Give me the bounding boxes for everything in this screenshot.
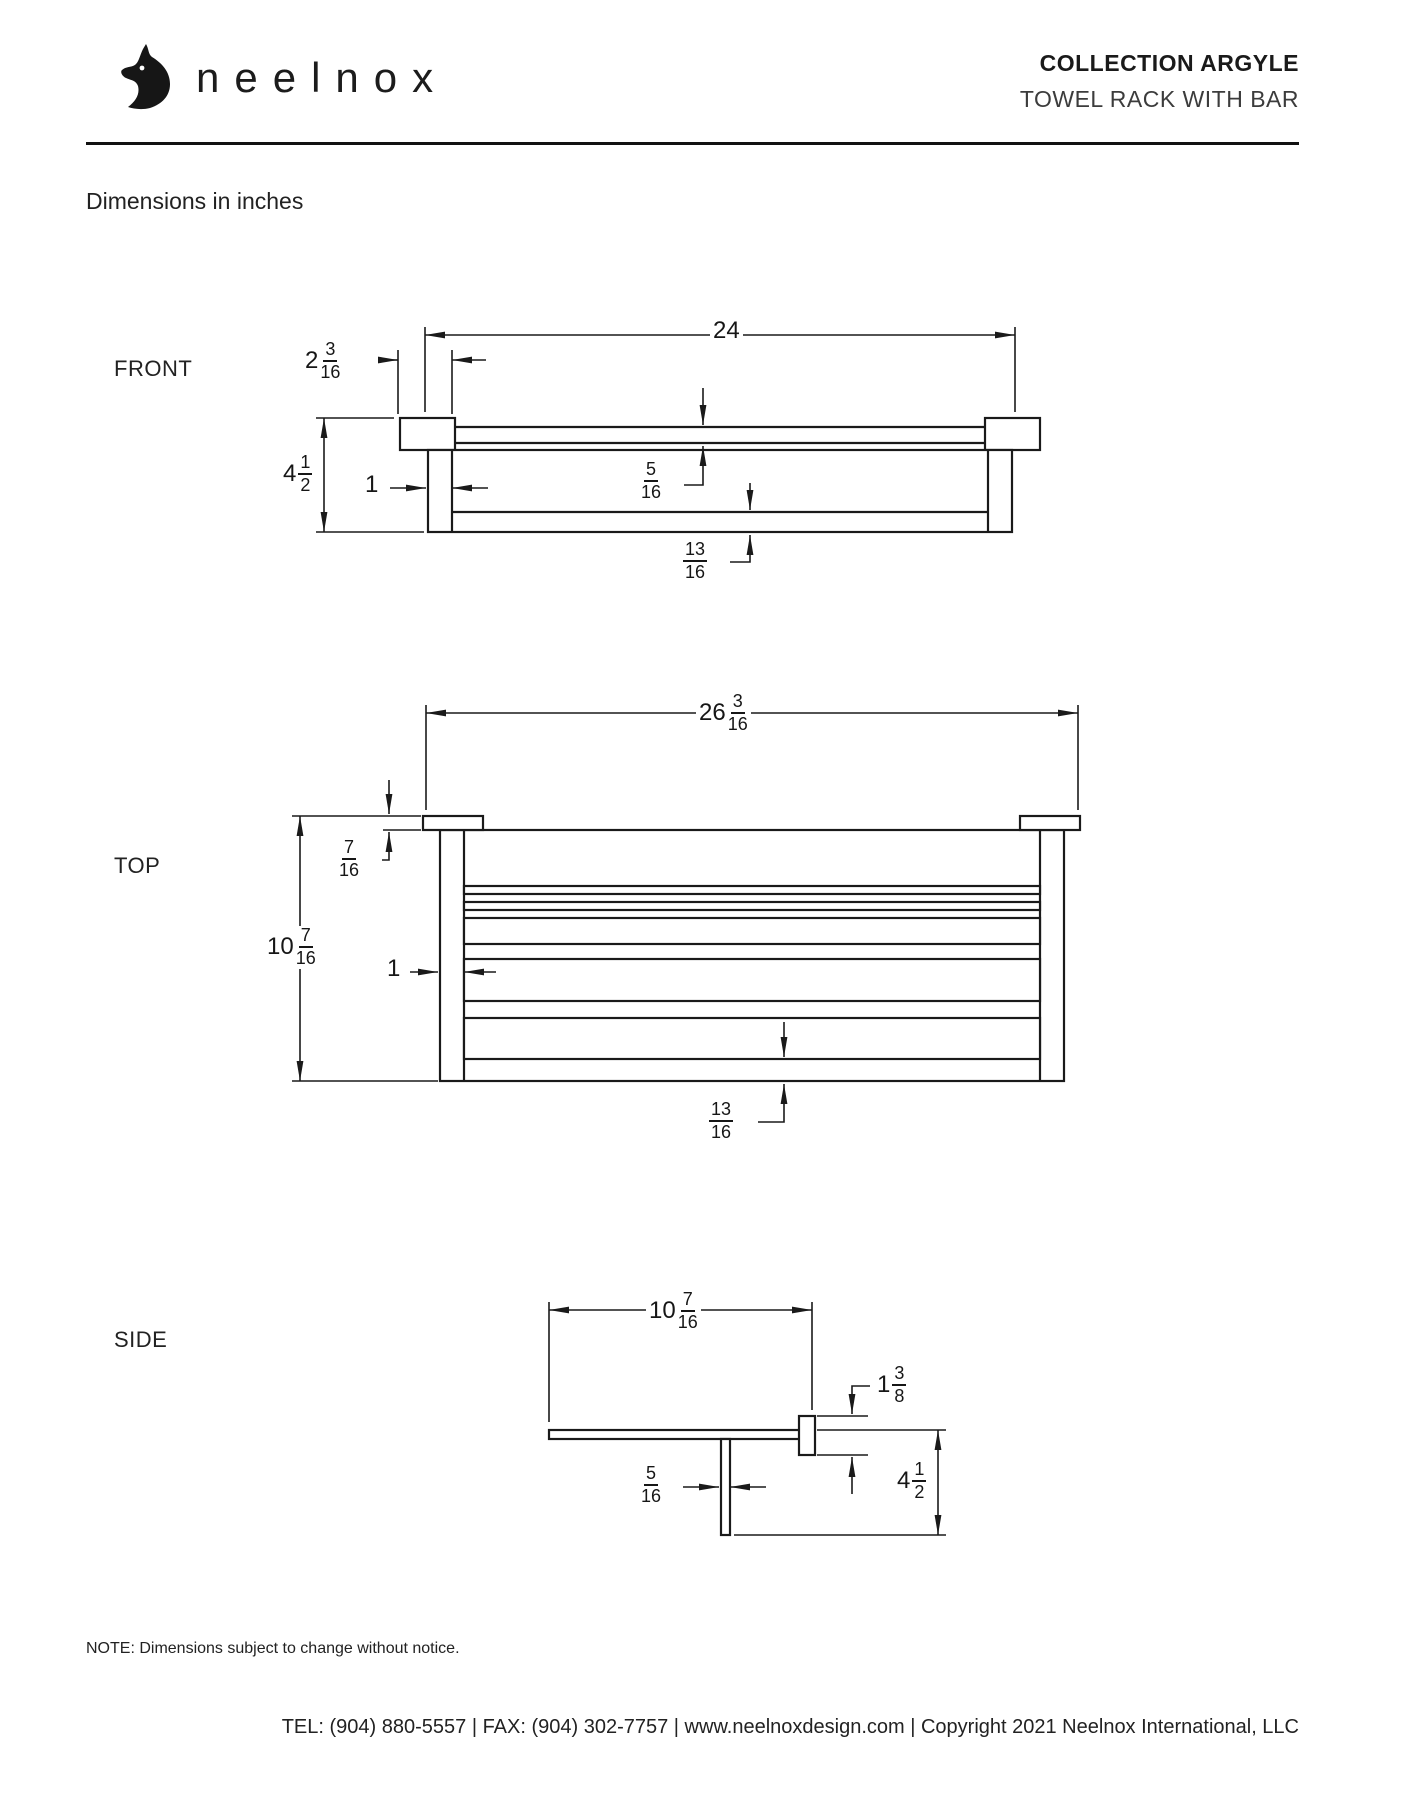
collection-title: COLLECTION ARGYLE [1039, 50, 1299, 76]
dim-top-rail-width: 1 [384, 955, 404, 982]
dim-numerator: 7 [342, 837, 357, 861]
dim-side-bar-thickness: 5 16 [638, 1463, 665, 1507]
dim-front-overall-width: 24 [710, 319, 743, 343]
dim-denominator: 2 [300, 475, 311, 496]
dim-fraction: 7 16 [339, 837, 360, 881]
dim-value: 1 [365, 471, 379, 498]
dim-value: 24 [713, 317, 740, 344]
header-rule [86, 142, 1299, 145]
dim-denominator: 16 [641, 482, 662, 503]
dim-side-drop-height: 4 1 2 [894, 1459, 930, 1503]
dim-front-end-offset: 2 3 16 [302, 339, 344, 383]
dim-fraction: 7 16 [677, 1289, 698, 1333]
dim-denominator: 8 [894, 1386, 905, 1407]
dim-numerator: 1 [912, 1459, 927, 1483]
front-outline [398, 416, 1042, 534]
dim-top-plate-thickness: 7 16 [336, 837, 363, 881]
top-outline [421, 814, 1082, 1083]
change-notice: NOTE: Dimensions subject to change witho… [86, 1640, 460, 1657]
dim-denominator: 16 [727, 714, 748, 735]
dim-denominator: 16 [677, 1312, 698, 1333]
dim-whole: 4 [283, 460, 297, 488]
dim-side-plate-height: 1 3 8 [874, 1363, 910, 1407]
dim-fraction: 5 16 [641, 459, 662, 503]
dim-numerator: 3 [323, 339, 338, 363]
horse-head-icon [121, 44, 170, 110]
dim-numerator: 13 [709, 1099, 734, 1123]
side-view-drawing [547, 1302, 946, 1537]
dim-denominator: 16 [339, 860, 360, 881]
dim-fraction: 3 8 [892, 1363, 907, 1407]
dim-numerator: 3 [730, 691, 745, 715]
dim-value: 1 [387, 955, 401, 982]
dim-denominator: 16 [711, 1122, 732, 1143]
dim-whole: 4 [897, 1467, 911, 1495]
dim-front-post-width: 1 [362, 471, 382, 498]
dim-fraction: 13 16 [709, 1099, 734, 1143]
dim-denominator: 2 [914, 1482, 925, 1503]
dim-numerator: 3 [892, 1363, 907, 1387]
side-view: 10 7 16 1 3 8 4 1 2 5 16 [520, 1289, 980, 1580]
top-view: 26 3 16 7 16 10 7 16 1 13 16 [260, 690, 1120, 1160]
top-view-label: TOP [114, 853, 161, 878]
side-dimensions [548, 1302, 946, 1536]
front-dimensions [316, 327, 1016, 563]
dim-front-shelf-thickness: 5 16 [638, 459, 665, 503]
dim-numerator: 5 [644, 1463, 659, 1487]
contact-footer: TEL: (904) 880-5557 | FAX: (904) 302-775… [281, 1716, 1299, 1738]
dim-front-bar-thickness: 13 16 [680, 539, 711, 583]
front-view-label: FRONT [114, 356, 193, 381]
front-view: 24 2 3 16 4 1 2 1 5 16 13 [280, 300, 1100, 630]
dim-whole: 2 [305, 347, 319, 375]
dim-whole: 1 [877, 1371, 891, 1399]
dim-numerator: 1 [298, 452, 313, 476]
dim-numerator: 5 [644, 459, 659, 483]
dim-denominator: 16 [320, 362, 341, 383]
dim-side-overall-depth: 10 7 16 [646, 1289, 701, 1333]
dim-front-overall-height: 4 1 2 [280, 452, 316, 496]
dim-whole: 10 [649, 1297, 676, 1325]
front-view-drawing [316, 327, 1042, 563]
dim-fraction: 1 2 [912, 1459, 927, 1503]
side-view-label: SIDE [114, 1327, 168, 1352]
dim-top-overall-width: 26 3 16 [696, 691, 751, 735]
side-outline [547, 1414, 817, 1537]
dim-fraction: 1 2 [298, 452, 313, 496]
dim-fraction: 13 16 [683, 539, 708, 583]
dim-numerator: 7 [298, 925, 313, 949]
dim-fraction: 3 16 [320, 339, 341, 383]
dim-top-overall-depth: 10 7 16 [264, 925, 319, 969]
dim-fraction: 5 16 [641, 1463, 662, 1507]
dim-whole: 26 [699, 699, 726, 727]
dim-whole: 10 [267, 933, 294, 961]
top-view-drawing [292, 705, 1082, 1123]
dim-denominator: 16 [295, 948, 316, 969]
dim-numerator: 7 [680, 1289, 695, 1313]
dim-top-bar-offset: 13 16 [706, 1099, 737, 1143]
product-title: TOWEL RACK WITH BAR [1019, 86, 1299, 112]
dim-denominator: 16 [685, 562, 706, 583]
dim-fraction: 7 16 [295, 925, 316, 969]
dim-denominator: 16 [641, 1486, 662, 1507]
dim-fraction: 3 16 [727, 691, 748, 735]
brand-name: neelnox [196, 54, 449, 101]
dim-numerator: 13 [683, 539, 708, 563]
units-note: Dimensions in inches [86, 188, 304, 214]
